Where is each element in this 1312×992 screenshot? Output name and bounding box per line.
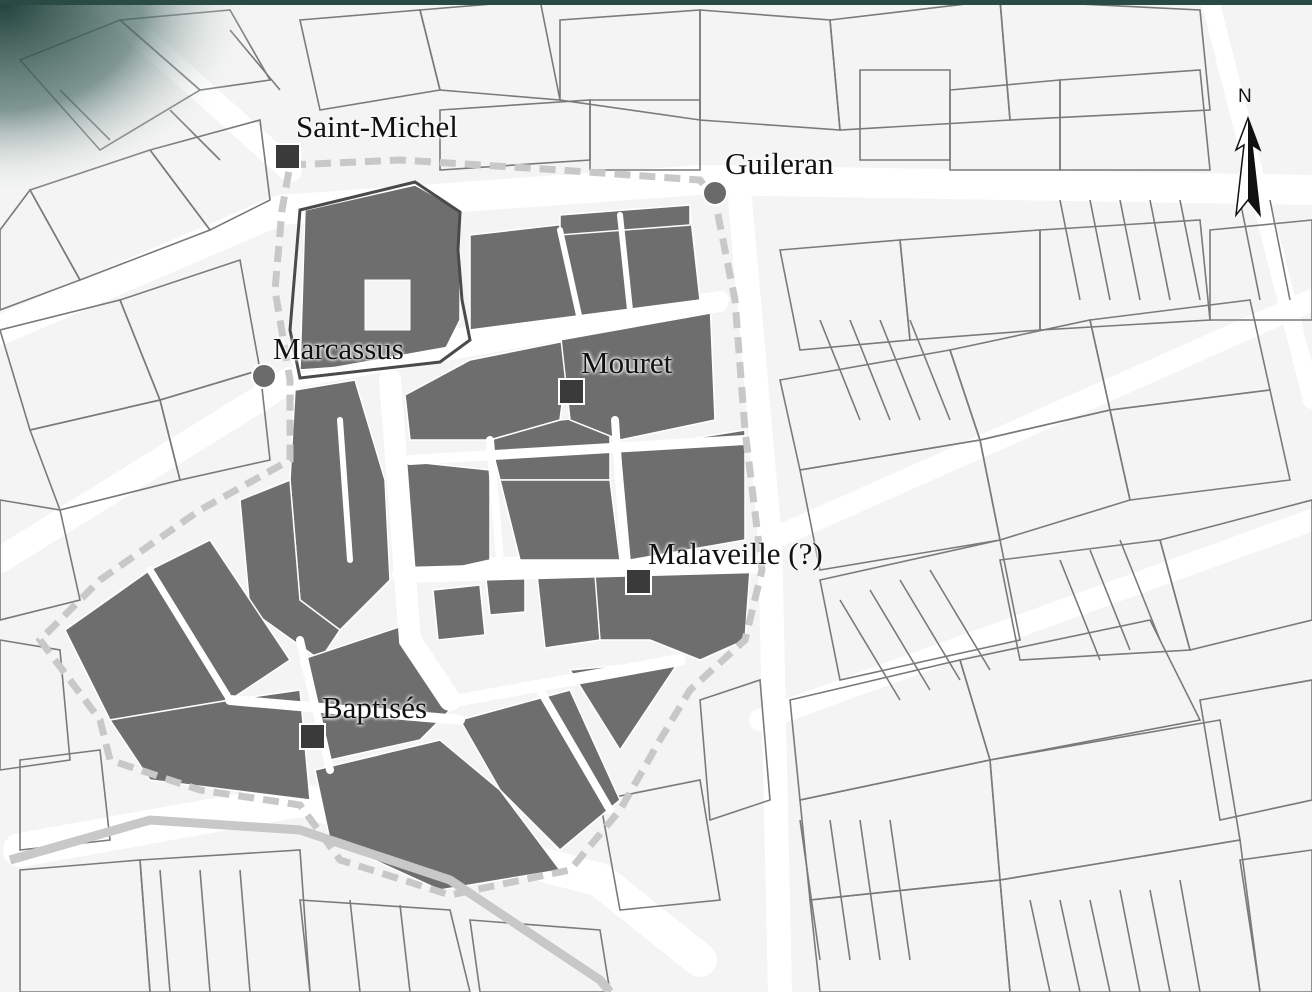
north-letter: N xyxy=(1238,86,1252,107)
top-band xyxy=(0,0,1312,5)
saint-michel-marker xyxy=(274,143,301,170)
site-label-baptises: Baptisés xyxy=(322,690,428,725)
corner-shade xyxy=(0,0,260,200)
baptises-marker xyxy=(299,723,326,750)
mouret-marker xyxy=(558,378,585,405)
south-channel xyxy=(8,815,614,992)
monastery-enclosure xyxy=(288,180,472,380)
site-label-guileran: Guileran xyxy=(725,146,834,181)
malaveille-marker xyxy=(625,568,652,595)
north-arrow-icon xyxy=(1234,115,1262,218)
cloister-block xyxy=(364,279,411,331)
site-label-malaveille: Malaveille (?) xyxy=(648,536,823,571)
site-label-saint-michel: Saint-Michel xyxy=(296,109,458,144)
guileran-marker xyxy=(702,180,728,206)
site-label-marcassus: Marcassus xyxy=(273,331,404,366)
site-label-mouret: Mouret xyxy=(581,345,673,380)
marcassus-marker xyxy=(251,363,277,389)
